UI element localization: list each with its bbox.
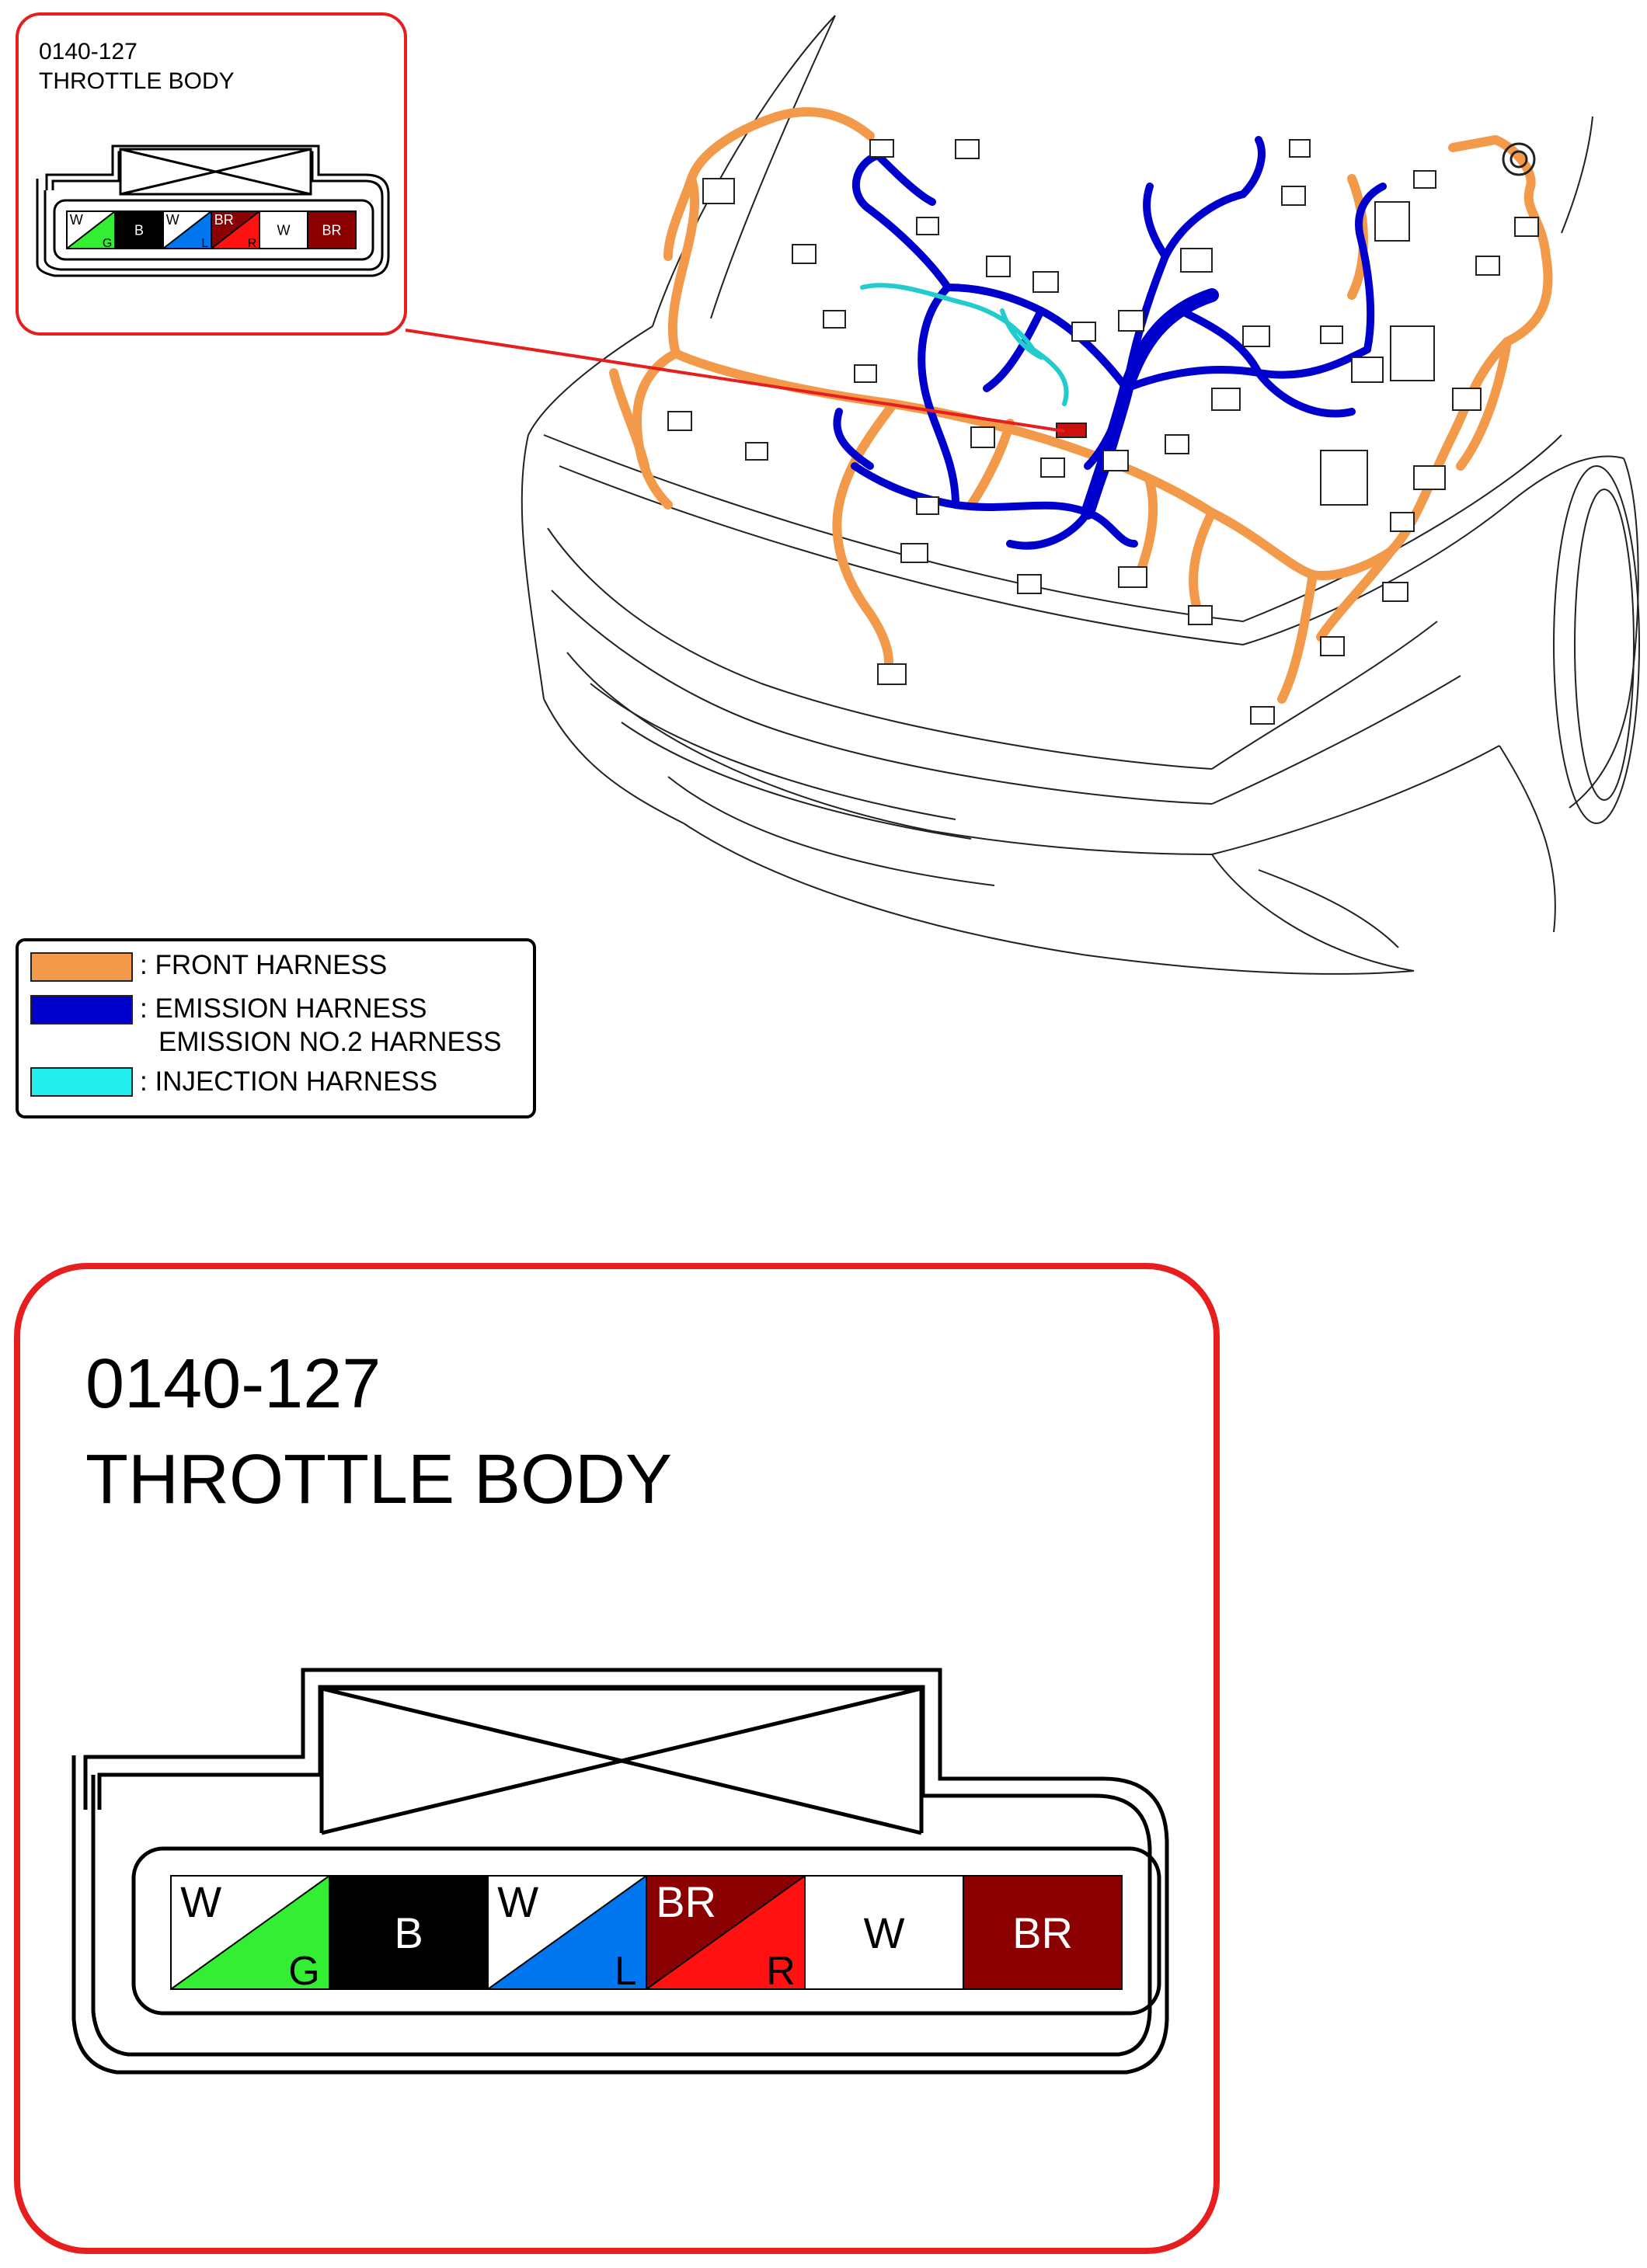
pin-fill bbox=[307, 210, 357, 249]
legend: : FRONT HARNESS : EMISSION HARNESS EMISS… bbox=[16, 938, 536, 1118]
pin-fill bbox=[963, 1875, 1123, 1990]
small-connector-housing bbox=[36, 144, 390, 277]
pin-fill bbox=[804, 1875, 964, 1990]
pin-label: W bbox=[864, 1908, 905, 1957]
pin-label: B bbox=[394, 1908, 423, 1957]
pin-5: W bbox=[804, 1875, 964, 1990]
pin-6: BR bbox=[963, 1875, 1123, 1990]
pin-4: BR R bbox=[646, 1875, 806, 1994]
large-callout-code: 0140-127 bbox=[85, 1345, 381, 1423]
emission-harness-trunk bbox=[1081, 288, 1219, 520]
pin-fill bbox=[259, 210, 308, 249]
small-callout-title: THROTTLE BODY bbox=[39, 68, 235, 94]
legend-swatch-injection bbox=[30, 1067, 133, 1097]
pin-3: WL bbox=[487, 1875, 647, 1994]
large-callout-title: THROTTLE BODY bbox=[85, 1441, 672, 1518]
pin-4: BR R bbox=[211, 210, 260, 250]
pin-bottom-label: L bbox=[615, 1949, 637, 1994]
pin-bottom-label: R bbox=[766, 1949, 796, 1994]
pin-2: B bbox=[329, 1875, 489, 1990]
pin-5: W bbox=[259, 210, 308, 249]
pin-6: BR bbox=[307, 210, 357, 249]
car-body-outline bbox=[521, 15, 1640, 975]
legend-label-emission-no2: EMISSION NO.2 HARNESS bbox=[158, 1027, 501, 1057]
pin-label: BR bbox=[1012, 1908, 1073, 1957]
large-connector-housing bbox=[71, 1668, 1169, 2075]
pin-top-label: W bbox=[497, 1877, 538, 1926]
callout-leader-line bbox=[405, 329, 1065, 433]
pin-bottom-label: G bbox=[103, 237, 112, 250]
harness-connectors bbox=[667, 139, 1539, 725]
grommet bbox=[1502, 142, 1536, 176]
legend-swatch-emission bbox=[30, 995, 133, 1024]
pin-top-label: W bbox=[180, 1877, 221, 1926]
injection-harness-wires bbox=[860, 283, 1069, 406]
pin-top-label: BR bbox=[214, 212, 234, 228]
pin-label: B bbox=[134, 222, 144, 238]
legend-swatch-front bbox=[30, 952, 133, 982]
legend-label-front: : FRONT HARNESS bbox=[140, 950, 387, 980]
front-harness-wires bbox=[609, 107, 1553, 704]
pin-fill bbox=[329, 1875, 489, 1990]
pin-2: B bbox=[114, 210, 164, 249]
pin-1: WG bbox=[170, 1875, 330, 1994]
pin-1: WG bbox=[66, 210, 116, 250]
pin-top-label: BR bbox=[656, 1877, 716, 1926]
legend-label-emission: : EMISSION HARNESS bbox=[140, 993, 427, 1024]
pin-label: W bbox=[277, 222, 291, 238]
pin-top-label: W bbox=[70, 212, 83, 228]
small-callout-code: 0140-127 bbox=[39, 39, 138, 64]
pin-3: WL bbox=[162, 210, 212, 250]
pin-label: BR bbox=[322, 222, 341, 238]
legend-label-injection: : INJECTION HARNESS bbox=[140, 1066, 437, 1097]
pin-top-label: W bbox=[166, 212, 179, 228]
pin-bottom-label: L bbox=[201, 237, 208, 250]
pin-bottom-label: R bbox=[248, 237, 257, 250]
pin-bottom-label: G bbox=[288, 1949, 319, 1994]
